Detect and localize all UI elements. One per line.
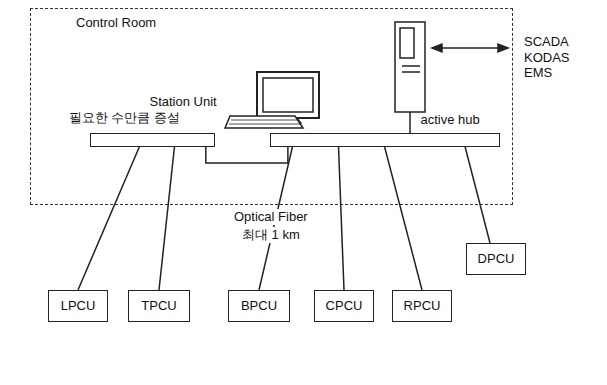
node-label: 필요한 수만큼 증설 xyxy=(69,110,180,126)
optical-fiber-link xyxy=(385,147,423,291)
optical-fiber-link xyxy=(78,147,140,291)
unit-name: LPCU xyxy=(61,298,96,314)
distance-label-holder: 최대 1 km xyxy=(240,225,302,243)
node-label: Station Unit xyxy=(150,94,217,110)
server-tower xyxy=(395,22,425,112)
medium-label: Optical Fiber xyxy=(232,209,310,225)
pcu-box: DPCU xyxy=(466,243,526,275)
optical-fiber-link xyxy=(339,147,345,291)
control-room-region: Control RoomStation Unit필요한 수만큼 증설active… xyxy=(30,8,513,205)
tower-link xyxy=(409,112,411,133)
optical-fiber-link xyxy=(206,147,288,164)
optical-fiber-link xyxy=(465,147,490,244)
unit-name: CPCU xyxy=(326,298,363,314)
external-systems: SCADA KODAS EMS xyxy=(522,34,572,81)
hub-bar: 필요한 수만큼 증설 xyxy=(90,133,215,147)
node-label: active hub xyxy=(421,112,480,128)
pcu-box: LPCU xyxy=(48,290,108,322)
optical-fiber-link xyxy=(159,147,175,291)
active-hub-bar: active hub xyxy=(270,133,500,147)
node-label: Control Room xyxy=(76,15,156,31)
pcu-box: CPCU xyxy=(314,290,374,322)
pcu-box: TPCU xyxy=(128,290,190,322)
distance-label: 최대 1 km xyxy=(240,227,302,243)
pcu-box: BPCU xyxy=(228,290,290,322)
medium-label-holder: Optical Fiber xyxy=(232,207,310,225)
pcu-box: RPCU xyxy=(392,290,452,322)
unit-name: BPCU xyxy=(241,298,277,314)
unit-name: DPCU xyxy=(478,251,515,267)
unit-name: TPCU xyxy=(141,298,176,314)
double-arrow xyxy=(432,44,508,52)
unit-name: RPCU xyxy=(404,298,441,314)
external-systems-holder: SCADA KODAS EMS xyxy=(522,34,572,81)
